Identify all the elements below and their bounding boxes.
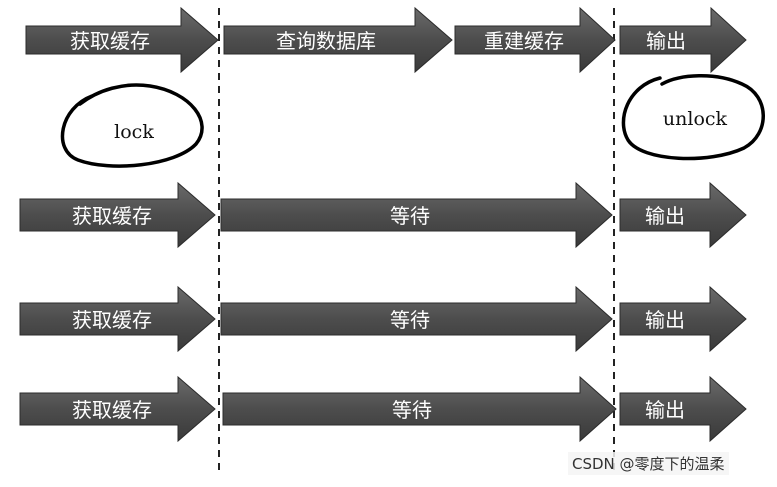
arrow-row1-step3 <box>454 6 616 74</box>
arrow-row2-step1 <box>19 181 216 249</box>
row-3: 获取缓存 等待 输出 <box>19 285 747 353</box>
arrow-row3-step3-label: 输出 <box>645 308 685 332</box>
arrow-row4-step1-label: 获取缓存 <box>72 398 152 422</box>
watermark-text: CSDN @零度下的温柔 <box>568 452 729 475</box>
arrow-row1-step2-label: 查询数据库 <box>276 29 376 53</box>
unlock-note: unlock <box>621 74 765 161</box>
lock-label: lock <box>114 121 154 143</box>
arrow-row1-step2 <box>223 6 453 74</box>
arrow-row4-step2 <box>222 375 617 443</box>
arrow-row1-step3-label: 重建缓存 <box>484 29 564 53</box>
arrow-row2-step3-label: 输出 <box>645 204 685 228</box>
arrow-row2-step2-label: 等待 <box>390 204 430 228</box>
lock-ring <box>60 83 204 168</box>
arrow-row4-step3 <box>619 375 747 443</box>
arrow-row1-step1-label: 获取缓存 <box>70 29 150 53</box>
arrow-row3-step1 <box>19 285 216 353</box>
unlock-ring <box>621 74 765 161</box>
arrow-row1-step4 <box>619 6 747 74</box>
arrow-row2-step1-label: 获取缓存 <box>72 204 152 228</box>
arrow-row4-step2-label: 等待 <box>392 398 432 422</box>
lock-note: lock <box>60 83 204 168</box>
arrow-row4-step3-label: 输出 <box>645 398 685 422</box>
arrow-row2-step2 <box>220 181 613 249</box>
arrow-row3-step3 <box>619 285 747 353</box>
row-4: 获取缓存 等待 输出 <box>19 375 747 443</box>
arrow-row1-step4-label: 输出 <box>646 29 686 53</box>
row-1: 获取缓存 查询数据库 重建缓存 输出 <box>25 6 747 74</box>
arrow-row3-step1-label: 获取缓存 <box>72 308 152 332</box>
arrow-row1-step1 <box>25 6 219 74</box>
unlock-label: unlock <box>663 108 728 130</box>
arrow-row2-step3 <box>619 181 747 249</box>
arrow-row4-step1 <box>19 375 216 443</box>
arrow-row3-step2-label: 等待 <box>390 308 430 332</box>
row-2: 获取缓存 等待 输出 <box>19 181 747 249</box>
arrow-row3-step2 <box>220 285 613 353</box>
